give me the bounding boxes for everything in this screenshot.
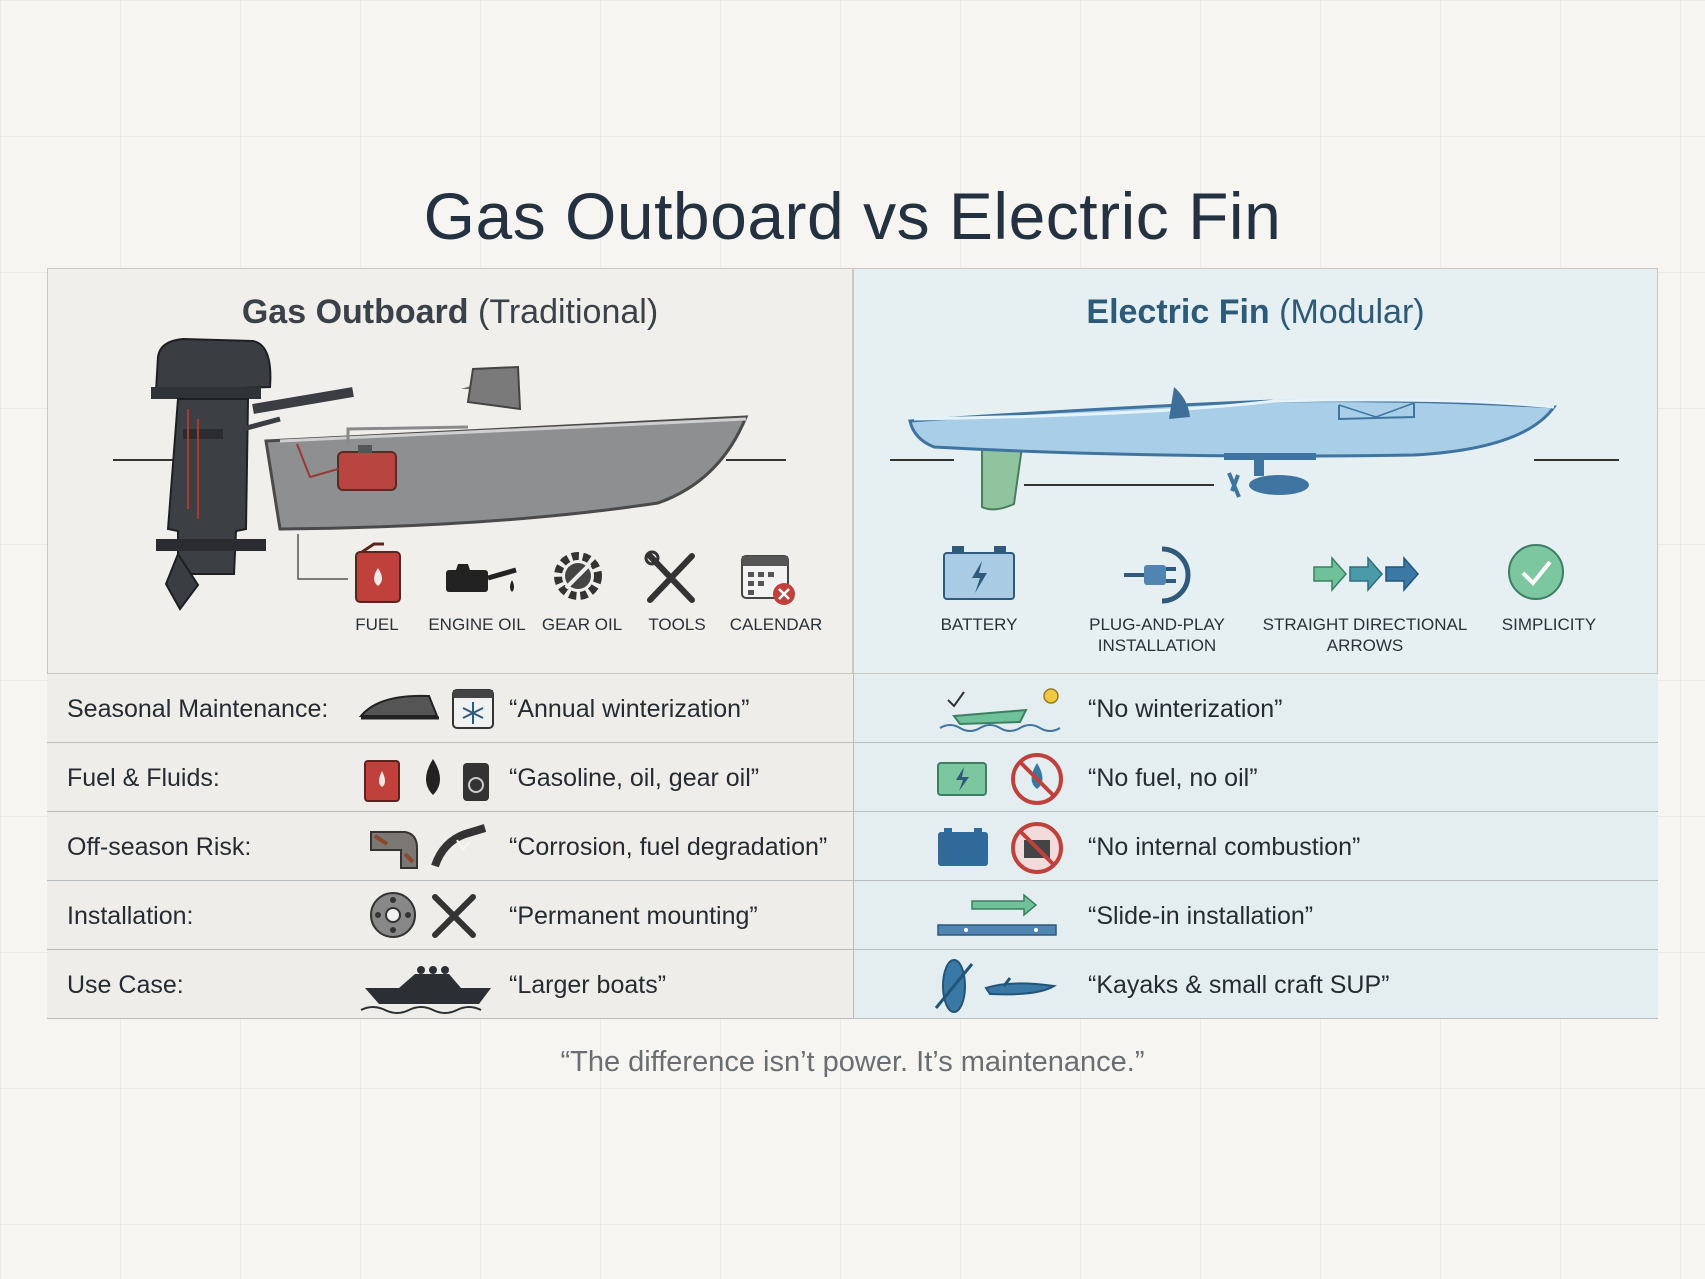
gear-oil-icon bbox=[554, 552, 602, 600]
electric-heading-rest: (Modular) bbox=[1269, 293, 1425, 331]
oil-can-icon bbox=[446, 564, 517, 592]
calendar-icon bbox=[741, 555, 795, 605]
electric-value: “No winterization” bbox=[1088, 695, 1283, 723]
kayak-sup-icons bbox=[934, 959, 1057, 1013]
row-fuel-electric: “No fuel, no oil” bbox=[853, 743, 1658, 812]
icon-label-calendar: CALENDAR bbox=[729, 615, 823, 634]
electric-heading-bold: Electric Fin bbox=[1086, 293, 1270, 331]
row-usecase-gas: Use Case: “Larger boats” bbox=[47, 950, 853, 1019]
row-risk-electric: “No internal combustion” bbox=[853, 812, 1658, 881]
gas-value: “Corrosion, fuel degradation” bbox=[509, 833, 828, 861]
electric-value: “No fuel, no oil” bbox=[1088, 764, 1258, 792]
electric-value: “No internal combustion” bbox=[1088, 833, 1361, 861]
large-boat-icon bbox=[360, 966, 491, 1014]
row-label: Off-season Risk: bbox=[67, 833, 252, 861]
no-fuel-icons bbox=[937, 753, 1063, 805]
row-seasonal-electric: “No winterization” bbox=[853, 674, 1658, 743]
gas-value: “Annual winterization” bbox=[509, 695, 750, 723]
gas-icon-row bbox=[355, 542, 795, 605]
no-combustion-icons bbox=[938, 822, 1063, 874]
electric-value: “Kayaks & small craft SUP” bbox=[1088, 971, 1390, 999]
row-fuel-gas: Fuel & Fluids: “Gasoline, oil, gear oil” bbox=[47, 743, 853, 812]
icon-label-arrows-line1: STRAIGHT DIRECTIONAL bbox=[1262, 615, 1468, 634]
gas-value: “Gasoline, oil, gear oil” bbox=[509, 764, 760, 792]
fluid-icons bbox=[364, 759, 489, 802]
row-label: Use Case: bbox=[67, 971, 184, 999]
icon-label-simplicity: SIMPLICITY bbox=[1501, 615, 1597, 634]
covered-boat-icon bbox=[358, 689, 494, 729]
row-label: Installation: bbox=[67, 902, 194, 930]
icon-label-plug-line1: PLUG-AND-PLAY bbox=[1089, 615, 1225, 634]
row-label: Fuel & Fluids: bbox=[67, 764, 220, 792]
row-usecase-electric: “Kayaks & small craft SUP” bbox=[853, 950, 1658, 1019]
checkmark-icon bbox=[1508, 544, 1564, 600]
battery-icon bbox=[943, 546, 1015, 600]
gas-value: “Permanent mounting” bbox=[509, 902, 758, 930]
icon-label-fuel: FUEL bbox=[355, 615, 399, 634]
row-risk-gas: Off-season Risk: “Corrosion, fuel degrad… bbox=[47, 812, 853, 881]
slide-in-icon bbox=[937, 893, 1057, 936]
gas-heading-rest: (Traditional) bbox=[468, 293, 659, 331]
icon-label-tools: TOOLS bbox=[648, 615, 706, 634]
corrosion-icons bbox=[370, 824, 487, 869]
row-seasonal-gas: Seasonal Maintenance: “Annual winterizat… bbox=[47, 674, 853, 743]
electric-icon-row bbox=[943, 544, 1564, 604]
page-title: Gas Outboard vs Electric Fin bbox=[423, 179, 1282, 253]
icon-label-plug-line2: INSTALLATION bbox=[1097, 636, 1217, 655]
electric-panel-heading: Electric Fin (Modular) bbox=[854, 293, 1657, 332]
icon-label-arrows-line2: ARROWS bbox=[1326, 636, 1404, 655]
gas-outboard-panel: Gas Outboard (Traditional) bbox=[47, 268, 853, 674]
boat-sun-icon bbox=[939, 688, 1061, 732]
closing-quote: “The difference isn’t power. It’s mainte… bbox=[560, 1046, 1145, 1078]
kayak-illustration bbox=[890, 387, 1619, 511]
row-label: Seasonal Maintenance: bbox=[67, 695, 329, 723]
electric-fin-panel: Electric Fin (Modular) bbox=[853, 268, 1658, 674]
fuel-can-icon bbox=[355, 542, 401, 603]
icon-label-gear-oil: GEAR OIL bbox=[541, 615, 623, 634]
icon-label-battery: BATTERY bbox=[940, 615, 1018, 634]
gas-boat-illustration bbox=[113, 337, 786, 611]
electric-value: “Slide-in installation” bbox=[1088, 902, 1314, 930]
tools-icon bbox=[644, 550, 695, 603]
mounting-icons bbox=[370, 892, 476, 938]
plug-icon bbox=[1124, 546, 1191, 604]
row-install-gas: Installation: “Permanent mounting” bbox=[47, 881, 853, 950]
gas-value: “Larger boats” bbox=[509, 971, 667, 999]
icon-label-arrows: STRAIGHT DIRECTIONAL ARROWS bbox=[1263, 614, 1468, 656]
gas-panel-heading: Gas Outboard (Traditional) bbox=[48, 293, 852, 332]
arrows-icon bbox=[1313, 556, 1419, 592]
gas-heading-bold: Gas Outboard bbox=[241, 293, 469, 331]
icon-label-plug: PLUG-AND-PLAY INSTALLATION bbox=[1089, 614, 1225, 656]
icon-label-engine-oil: ENGINE OIL bbox=[428, 615, 526, 634]
row-install-electric: “Slide-in installation” bbox=[853, 881, 1658, 950]
